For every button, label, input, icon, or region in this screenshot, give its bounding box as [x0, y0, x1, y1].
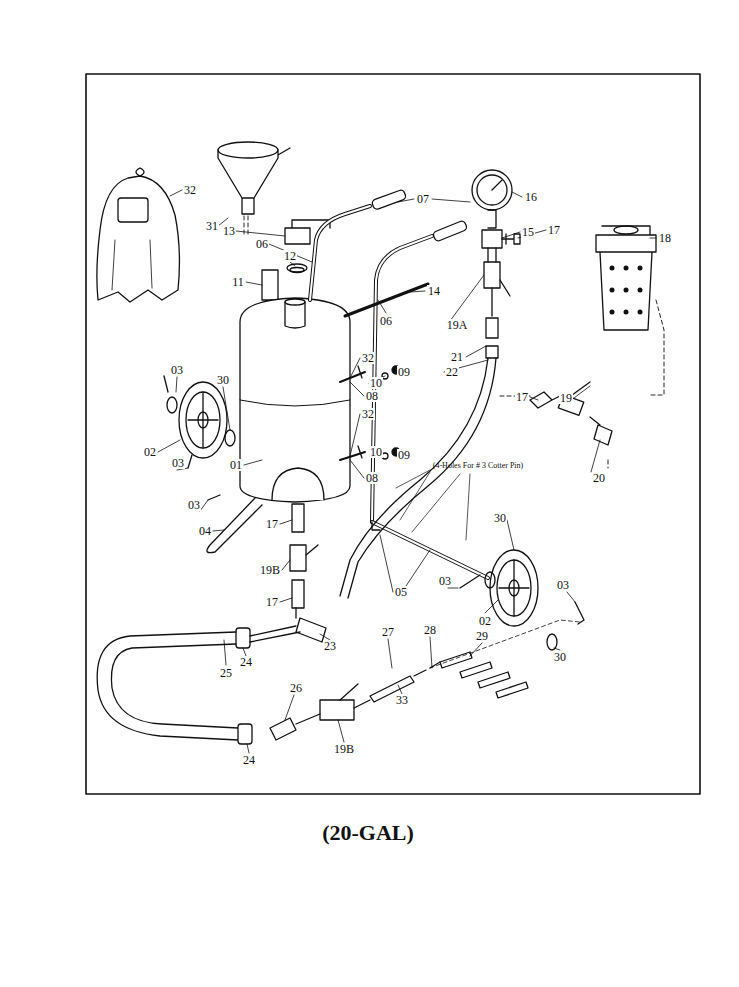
callout-number: 17 [265, 518, 279, 530]
callout-number: 09 [397, 366, 411, 378]
callout-number: 07 [416, 193, 430, 205]
callout-number: 24 [239, 656, 253, 668]
callout-number: 32 [361, 408, 375, 420]
callout-number: 03 [170, 364, 184, 376]
callout-number: 15 [521, 226, 535, 238]
callout-number: 03 [556, 579, 570, 591]
callout-number: 33 [395, 694, 409, 706]
callout-number: 20 [592, 472, 606, 484]
callout-number: 11 [231, 276, 245, 288]
callout-number: 19 [559, 392, 573, 404]
callout-number: 08 [365, 472, 379, 484]
callout-number: 10 [369, 377, 383, 389]
callout-number: 30 [553, 651, 567, 663]
callout-number: 26 [289, 682, 303, 694]
callout-number: 04 [198, 525, 212, 537]
callout-number: 03 [187, 499, 201, 511]
callout-number: 13 [222, 225, 236, 237]
callout-number: 09 [397, 449, 411, 461]
callout-number: 17 [265, 596, 279, 608]
callout-number: 29 [475, 630, 489, 642]
callout-number: 25 [219, 667, 233, 679]
callout-number: 21 [450, 351, 464, 363]
callout-number: 22 [445, 366, 459, 378]
callout-number: 01 [229, 459, 243, 471]
callout-number: 17 [547, 224, 561, 236]
callout-number: 28 [423, 624, 437, 636]
callout-number: 31 [205, 220, 219, 232]
callout-number: 03 [438, 575, 452, 587]
callout-number: 32 [361, 352, 375, 364]
callout-number: 30 [493, 512, 507, 524]
callout-number: 10 [369, 446, 383, 458]
hood [97, 168, 180, 302]
callout-number: 27 [381, 626, 395, 638]
callout-number: 19B [259, 564, 281, 576]
callout-number: 30 [216, 374, 230, 386]
callout-number: 17 [515, 391, 529, 403]
callout-number: 02 [143, 446, 157, 458]
callout-number: 19A [446, 319, 469, 331]
callout-number: 03 [171, 457, 185, 469]
callout-number: 16 [524, 191, 538, 203]
callout-number: 05 [394, 586, 408, 598]
hood-window [118, 198, 148, 222]
callout-number: 06 [379, 315, 393, 327]
note-text: (4-Holes For # 3 Cotter Pin) [432, 462, 524, 470]
callout-number: 02 [478, 615, 492, 627]
frame [86, 74, 700, 794]
callout-number: 23 [323, 640, 337, 652]
callout-number: 19B [333, 743, 355, 755]
callout-number: 32 [183, 184, 197, 196]
callout-number: 14 [427, 285, 441, 297]
callout-number: 08 [365, 390, 379, 402]
caption: (20-GAL) [322, 820, 414, 846]
callout-number: 12 [283, 250, 297, 262]
callout-number: 06 [255, 238, 269, 250]
callout-number: 24 [242, 754, 256, 766]
tank [240, 298, 350, 502]
callout-number: 18 [658, 232, 672, 244]
